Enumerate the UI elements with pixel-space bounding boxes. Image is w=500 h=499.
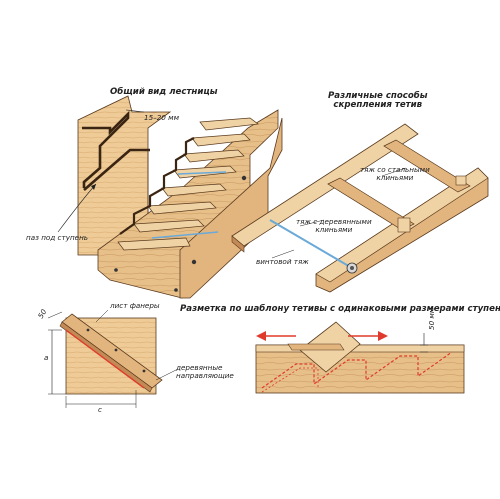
label-a: a bbox=[44, 353, 49, 362]
title-fastening-line2: скрепления тетив bbox=[333, 100, 423, 111]
label-wooden-wedges: тяж с деревянными клиньями bbox=[296, 217, 372, 234]
label-guides: деревянные направляющие bbox=[176, 363, 234, 380]
bolt bbox=[241, 175, 247, 181]
title-template-marking: Разметка по шаблону тетивы с одинаковыми… bbox=[180, 304, 500, 314]
stringer-board bbox=[255, 344, 465, 394]
outer-stringer bbox=[179, 117, 283, 299]
label-steel-wedges: тяж со стальными клиньями bbox=[360, 165, 430, 182]
title-fastening-line1: Различные способы bbox=[328, 91, 428, 101]
staircase-general-view bbox=[57, 95, 283, 299]
plywood-template-view bbox=[47, 309, 177, 408]
crossbar-wooden bbox=[327, 177, 415, 231]
label-c: c bbox=[98, 405, 102, 414]
step-markings bbox=[261, 351, 453, 389]
bolt bbox=[174, 288, 178, 292]
label-step-groove: паз под ступень bbox=[26, 233, 89, 242]
tie-rod-lower bbox=[151, 231, 219, 239]
title-fastening: Различные способы скрепления тетив bbox=[328, 91, 428, 111]
title-general-view: Общий вид лестницы bbox=[110, 87, 218, 97]
dim-line-15-20 bbox=[125, 109, 145, 113]
screw-rod bbox=[269, 219, 353, 269]
marking-line bbox=[65, 329, 145, 389]
groove-outline bbox=[82, 110, 130, 188]
label-screw-rod: винтовой тяж bbox=[256, 257, 309, 266]
label-plywood: лист фанеры bbox=[110, 301, 160, 310]
template-marking-view bbox=[255, 321, 465, 394]
bolt bbox=[191, 259, 197, 265]
bolt bbox=[114, 268, 118, 272]
stringer-fastening-view bbox=[231, 123, 489, 293]
tie-rod-upper bbox=[177, 171, 227, 175]
stair-steps bbox=[117, 117, 259, 251]
label-50mm: 50 мм bbox=[427, 307, 436, 330]
label-15-20mm: 15–20 мм bbox=[144, 113, 180, 122]
crossbar-steel bbox=[383, 139, 471, 193]
